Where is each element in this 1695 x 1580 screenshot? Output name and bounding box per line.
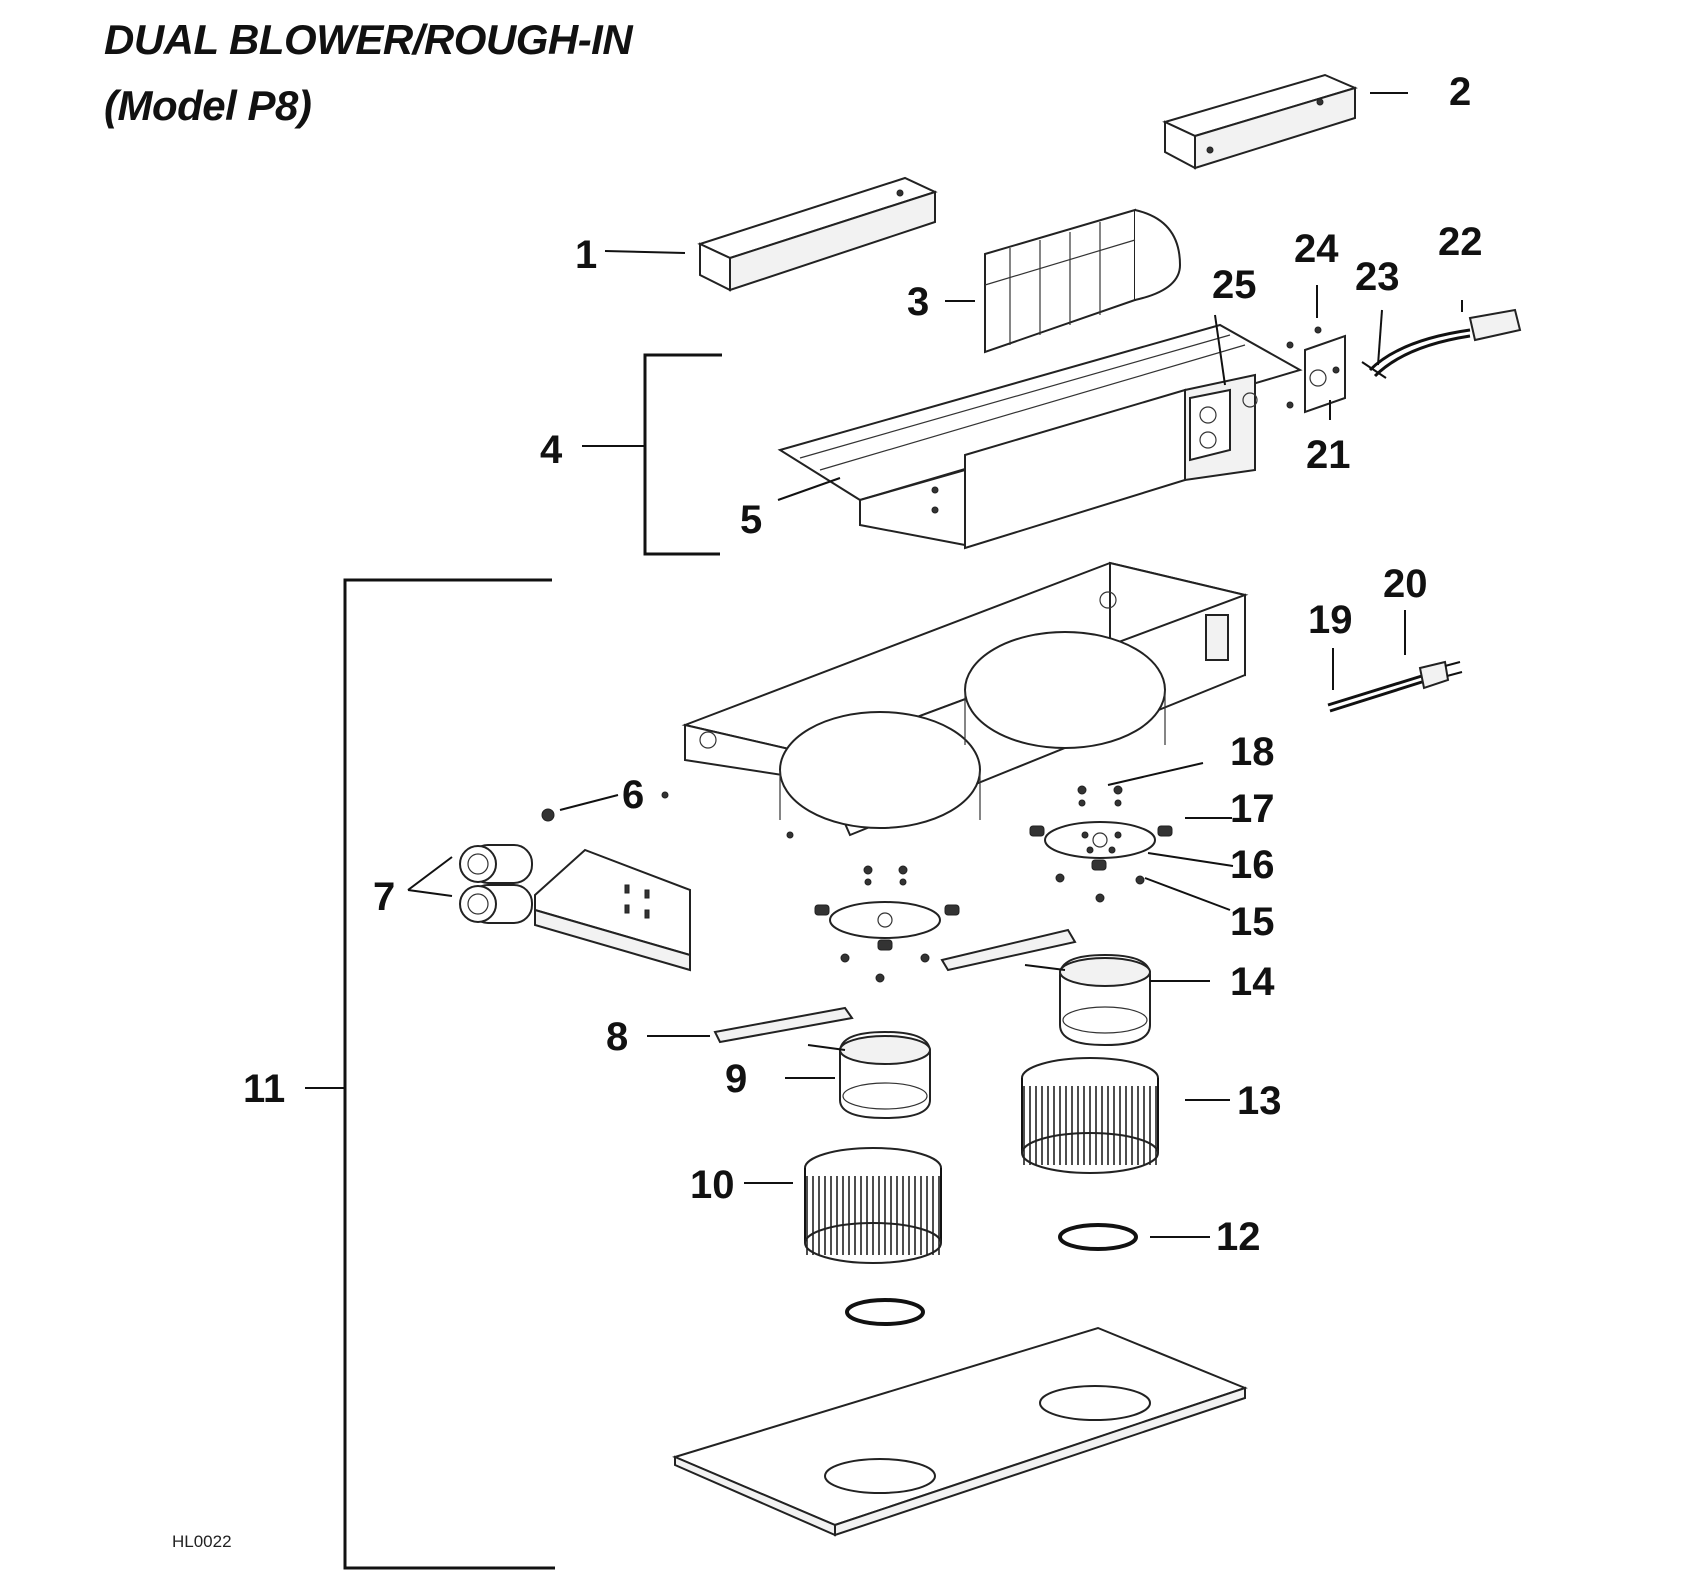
callout-22: 22 [1438,220,1483,264]
part-22-power-cord [1361,308,1522,379]
callout-7: 7 [373,875,395,919]
callout-24: 24 [1294,227,1339,271]
callout-6: 6 [622,773,644,817]
leader-lines [305,92,1463,1570]
callout-18: 18 [1230,730,1275,774]
drawing-code: HL0022 [172,1532,232,1551]
callout-5: 5 [740,498,762,542]
callout-15: 15 [1230,900,1275,944]
callout-17: 17 [1230,787,1275,831]
part-14-motor [1024,953,1151,1047]
callout-9: 9 [725,1057,747,1101]
part-3-damper [984,208,1182,354]
callout-23: 23 [1355,255,1400,299]
diagram-subtitle: (Model P8) [104,82,312,129]
part-6-nut [541,791,794,839]
callout-labels: 1 2 3 4 5 6 7 8 9 10 11 12 13 14 15 16 1… [243,70,1483,1259]
right-bracket [940,928,1077,972]
callout-20: 20 [1383,562,1428,606]
callout-3: 3 [907,280,929,324]
callout-8: 8 [606,1015,628,1059]
callout-14: 14 [1230,960,1275,1004]
callout-4: 4 [540,428,563,472]
part-12-ring [845,1223,1138,1326]
part-4-rough-in-housing [777,323,1303,550]
part-1-duct-cover [697,176,938,292]
part-8-bracket [713,1006,854,1044]
left-motor-mount-plate [814,865,960,983]
bottom-pan [672,1326,1248,1537]
callout-11: 11 [243,1067,285,1111]
part-7-capacitors [459,844,691,972]
callout-12: 12 [1216,1215,1261,1259]
part-13-blower-wheel [1021,1057,1159,1174]
callout-25: 25 [1212,263,1257,307]
callout-2: 2 [1449,70,1471,114]
part-10-blower-wheel [804,1147,942,1264]
callout-1: 1 [575,233,597,277]
part-16-motor-mount-plate [1029,785,1173,903]
callout-16: 16 [1230,843,1275,887]
part-11-blower-housing [681,561,1249,837]
callout-10: 10 [690,1163,735,1207]
part-9-motor [807,1030,931,1120]
diagram-title: DUAL BLOWER/ROUGH-IN [104,16,633,63]
callout-19: 19 [1308,598,1353,642]
callout-13: 13 [1237,1079,1282,1123]
part-2-duct-cover [1162,73,1358,170]
part-20-power-cord [1327,660,1463,713]
callout-21: 21 [1306,433,1351,477]
part-21-junction-plate [1286,326,1346,414]
